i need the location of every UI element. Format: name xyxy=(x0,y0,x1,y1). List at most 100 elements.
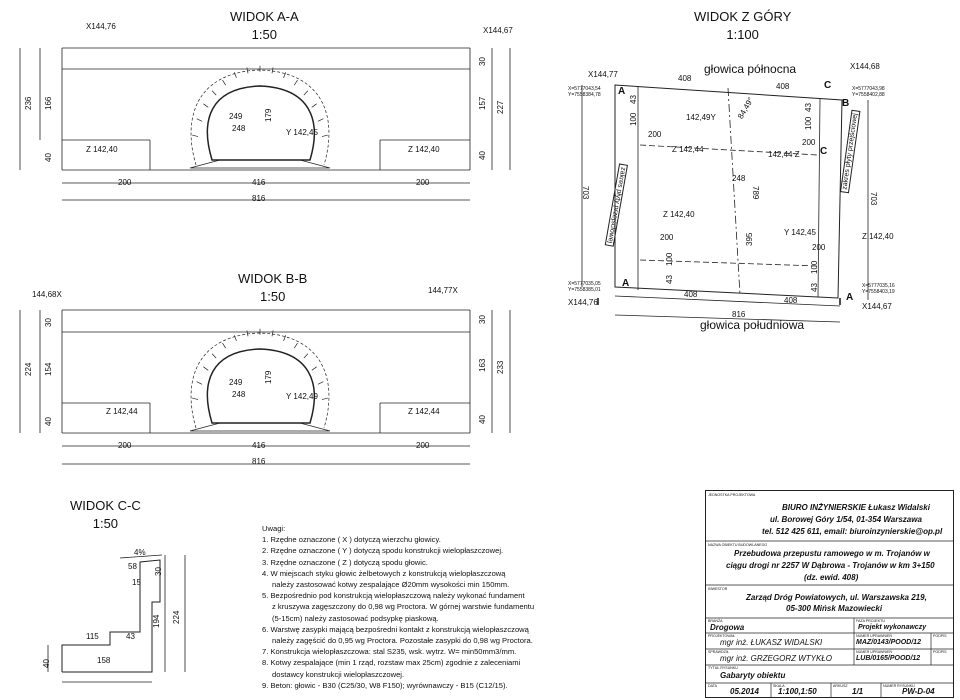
tb-address: ul. Borowej Góry 1/54, 01-354 Warszawa xyxy=(770,515,922,524)
anchor-tick xyxy=(317,118,324,122)
note-line: 2. Rzędne oznaczone ( Y ) dotyczą spodu … xyxy=(262,546,504,556)
top-dim-200d: 200 xyxy=(812,243,826,252)
tb-label-phase: FAZA PROJEKTU xyxy=(856,619,885,623)
aa-dim-w-left: 200 xyxy=(118,178,132,187)
aa-y-arch: Y 142,45 xyxy=(286,128,318,137)
top-dim-100a: 100 xyxy=(629,112,638,126)
bb-elev-right: 144,77X xyxy=(428,286,458,295)
top-dim-n408b: 408 xyxy=(776,82,790,91)
cc-dim-15: 15 xyxy=(132,578,141,587)
bb-dim-h-total-left: 224 xyxy=(24,362,33,376)
top-dim-789: 789 xyxy=(751,186,760,200)
bb-dim-w-right: 200 xyxy=(416,441,430,450)
anchor-tick xyxy=(283,72,287,78)
anchor-tick xyxy=(222,342,227,349)
note-line: należy zastosować kotwy zespalające Ø20m… xyxy=(272,580,510,590)
view-top-drawing xyxy=(581,84,869,323)
top-dim-200b: 200 xyxy=(802,138,816,147)
tb-label-object: NAZWA OBIEKTU BUDOWLANEGO xyxy=(708,543,768,547)
tb-label-date: DATA xyxy=(708,684,718,688)
top-elev-sw: X144,76 xyxy=(568,298,598,307)
anchor-tick xyxy=(283,335,287,341)
tb-office: BIURO INŻYNIERSKIE Łukasz Widalski xyxy=(782,503,930,512)
bb-dim-h-top-right: 30 xyxy=(478,315,487,324)
bb-dim-w-total: 816 xyxy=(252,457,266,466)
tb-number: PW-D-04 xyxy=(902,687,935,696)
anchor-tick xyxy=(303,90,309,96)
tb-label-checker: SPRAWDZIŁ xyxy=(708,650,729,654)
cc-slope: 4% xyxy=(134,548,146,557)
top-section-a-mark-2: A xyxy=(622,278,630,289)
top-elev-se: X144,67 xyxy=(862,302,892,311)
anchor-tick xyxy=(311,366,317,371)
cc-dim-58: 58 xyxy=(128,562,137,571)
tb-label-license-1: NUMER UPRAWNIEŃ xyxy=(856,634,893,638)
top-dim-703a: 703 xyxy=(581,186,590,200)
note-line: 3. Rzędne oznaczone ( Z ) dotyczą spodu … xyxy=(262,557,428,567)
top-dim-703b: 703 xyxy=(869,192,878,206)
bb-dim-h-bot-left: 40 xyxy=(44,417,53,426)
tb-object-2: ciągu drogi nr 2257 W Dąbrowa - Trojanów… xyxy=(726,561,935,570)
aa-dim-w-total: 816 xyxy=(252,194,266,203)
top-dim-248: 248 xyxy=(732,174,746,183)
cc-dim-158: 158 xyxy=(97,656,111,665)
note-line: 7. Konstrukcja wielopłaszczowa: stal S23… xyxy=(262,647,517,657)
cc-dim-40: 40 xyxy=(42,659,51,668)
top-z-s1: Z 142,40 xyxy=(663,210,695,219)
top-dim-43c: 43 xyxy=(665,275,674,284)
anchor-tick xyxy=(321,134,328,137)
tb-scale: 1:100,1:50 xyxy=(778,687,817,696)
cc-dim-224: 224 xyxy=(172,610,181,624)
view-cc-drawing xyxy=(47,554,186,683)
anchor-tick xyxy=(311,103,317,108)
top-north-label: głowica północna xyxy=(704,62,797,76)
note-line: dostawcy konstrukcji wielopłaszczowej. xyxy=(272,669,405,679)
aa-dim-h-bot-right: 40 xyxy=(478,151,487,160)
tb-object-1: Przebudowa przepustu ramowego w m. Troja… xyxy=(734,549,930,558)
title-block: JEDNOSTKA PROJEKTOWA BIURO INŻYNIERSKIE … xyxy=(705,490,954,698)
tb-label-designer: PROJEKTOWAŁ xyxy=(708,634,735,638)
bb-dim-h-total-right: 233 xyxy=(496,360,505,374)
notes-heading: Uwagi: xyxy=(262,524,286,533)
top-dim-s408a: 408 xyxy=(684,290,698,299)
anchor-tick xyxy=(211,353,217,359)
anchor-tick xyxy=(203,103,209,108)
anchor-tick xyxy=(293,79,298,86)
tb-checker: mgr inż. GRZEGORZ WTYKŁO xyxy=(720,654,833,663)
anchor-tick xyxy=(211,90,217,96)
anchor-tick xyxy=(271,67,274,74)
anchor-tick xyxy=(293,342,298,349)
aa-dim-span: 249 xyxy=(229,112,243,121)
anchor-tick xyxy=(192,134,199,137)
top-dim-200c: 200 xyxy=(660,233,674,242)
aa-elev-left: X144,76 xyxy=(86,22,116,31)
top-dim-200a: 200 xyxy=(648,130,662,139)
anchor-tick xyxy=(246,330,249,337)
aa-dim-w-right: 200 xyxy=(416,178,430,187)
top-section-a-mark-3: A xyxy=(846,292,854,303)
bb-dim-w-left: 200 xyxy=(118,441,132,450)
bb-elev-left: 144,68X xyxy=(32,290,62,299)
anchor-tick xyxy=(192,397,199,400)
aa-z-right: Z 142,40 xyxy=(408,145,440,154)
aa-elev-right: X144,67 xyxy=(483,26,513,35)
top-section-c-mark-2: C xyxy=(820,146,828,157)
anchor-tick xyxy=(303,353,309,359)
tb-branch: Drogowa xyxy=(710,623,745,632)
aa-dim-rise: 248 xyxy=(232,124,246,133)
tb-date: 05.2014 xyxy=(730,687,759,696)
tb-phase: Projekt wykonawczy xyxy=(858,624,927,631)
top-section-a-mark: A xyxy=(618,86,626,97)
bb-dim-w-mid: 416 xyxy=(252,441,266,450)
bb-dim-span: 249 xyxy=(229,378,243,387)
tb-label-sheet: ARKUSZ xyxy=(833,684,848,688)
top-south-label: głowica południowa xyxy=(700,318,805,332)
top-section-c-mark: C xyxy=(824,80,832,91)
anchor-tick xyxy=(271,330,274,337)
top-dim-100b: 100 xyxy=(804,116,813,130)
